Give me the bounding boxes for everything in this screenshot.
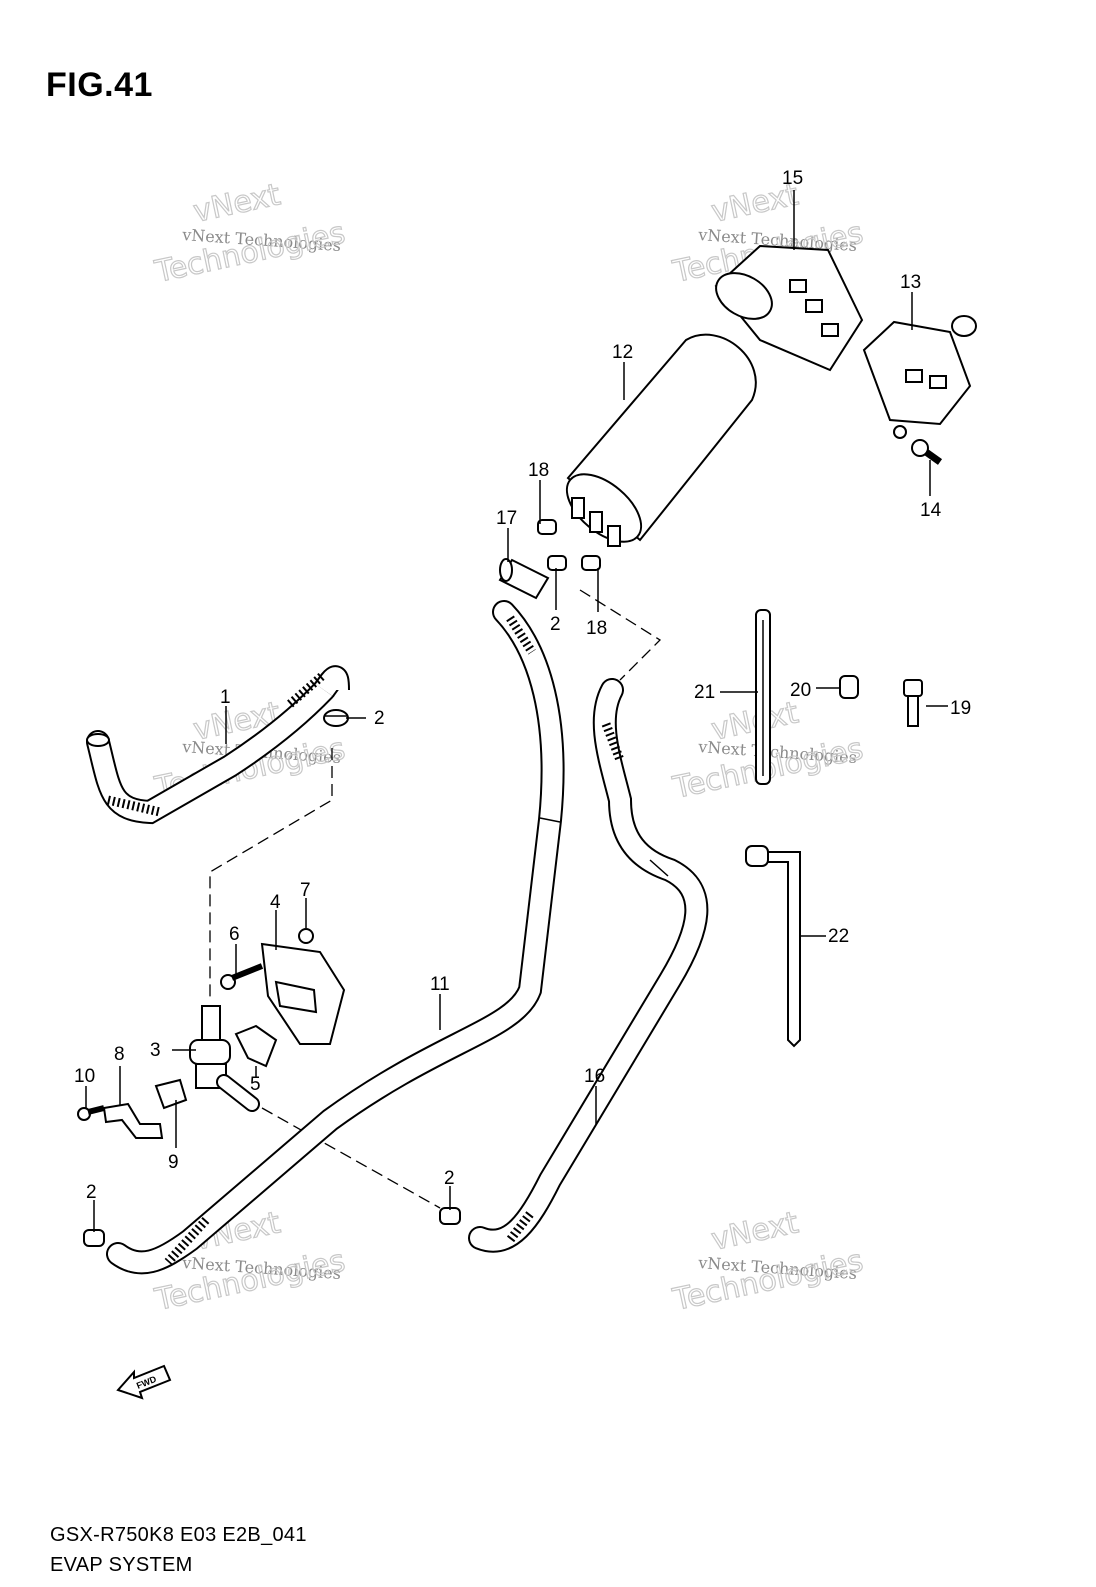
- clamp-2-lower-left: [83, 1229, 105, 1247]
- callout-22: 22: [828, 926, 849, 947]
- clamp-2-upper: [323, 709, 349, 727]
- callout-15: 15: [782, 168, 803, 189]
- callout-12: 12: [612, 342, 633, 363]
- bolt-19: [903, 679, 923, 727]
- callouts: 1 2 3 4 5 6 7 8 9 10 11 12 13 14 15 16 1…: [74, 168, 971, 1203]
- connection-lines: [209, 589, 662, 1209]
- valve-3: [189, 1005, 260, 1112]
- callout-7: 7: [300, 880, 311, 901]
- clamp-2-canister: [547, 555, 567, 571]
- hose-1: [86, 665, 350, 825]
- callout-2: 2: [374, 708, 385, 729]
- callout-17: 17: [496, 508, 517, 529]
- tool-22: [745, 845, 801, 1048]
- callout-10: 10: [74, 1066, 95, 1087]
- bracket-4: [260, 942, 346, 1045]
- callout-5: 5: [250, 1074, 261, 1095]
- svg-text:vNext: vNext: [190, 177, 283, 230]
- band-21: [755, 609, 771, 785]
- bracket-15: [714, 244, 864, 372]
- section-name: EVAP SYSTEM: [50, 1554, 193, 1576]
- callout-13: 13: [900, 272, 921, 293]
- callout-1: 1: [220, 687, 231, 708]
- watermark: vNext vNext Technologies Technologies: [669, 1205, 867, 1319]
- callout-14: 14: [920, 500, 942, 521]
- callout-19: 19: [950, 698, 971, 719]
- clamp-9: [154, 1078, 188, 1110]
- canister-12: [565, 333, 757, 547]
- cushion-20: [839, 675, 859, 699]
- callout-4: 4: [270, 892, 281, 913]
- figure-title: FIG.41: [46, 66, 153, 104]
- callout-9: 9: [168, 1152, 179, 1173]
- callout-3: 3: [150, 1040, 161, 1061]
- callout-2: 2: [444, 1168, 455, 1189]
- hose-11: [106, 600, 565, 1275]
- callout-11: 11: [430, 974, 450, 995]
- nut-7: [298, 928, 314, 944]
- leader-lines: [85, 190, 948, 1232]
- model-code: GSX-R750K8 E03 E2B_041: [50, 1524, 307, 1546]
- callout-18: 18: [528, 460, 549, 481]
- screw-6: [220, 963, 264, 990]
- callout-16: 16: [584, 1066, 605, 1087]
- bracket-13: [862, 315, 977, 439]
- screw-14: [911, 439, 943, 465]
- clamp-18-upper: [537, 519, 557, 535]
- plug-17: [498, 558, 550, 600]
- callout-6: 6: [229, 924, 240, 945]
- svg-text:vNext: vNext: [708, 1205, 801, 1258]
- callout-20: 20: [790, 680, 811, 701]
- callout-18: 18: [586, 618, 607, 639]
- watermark: vNext vNext Technologies Technologies: [151, 1205, 349, 1319]
- callout-8: 8: [114, 1044, 125, 1065]
- fwd-arrow-icon: FWD: [116, 1364, 172, 1400]
- screw-10: [77, 1105, 105, 1121]
- clamp-2-lower-middle: [439, 1207, 461, 1225]
- callout-21: 21: [694, 682, 715, 703]
- bracket-8: [102, 1102, 164, 1139]
- callout-2: 2: [86, 1182, 97, 1203]
- hose-16: [468, 678, 709, 1253]
- callout-2: 2: [550, 614, 561, 635]
- clamp-18-lower: [581, 555, 601, 571]
- watermark: vNext vNext Technologies Technologies: [151, 177, 349, 291]
- svg-text:Technologies: Technologies: [151, 216, 348, 291]
- clip-5: [234, 1024, 278, 1068]
